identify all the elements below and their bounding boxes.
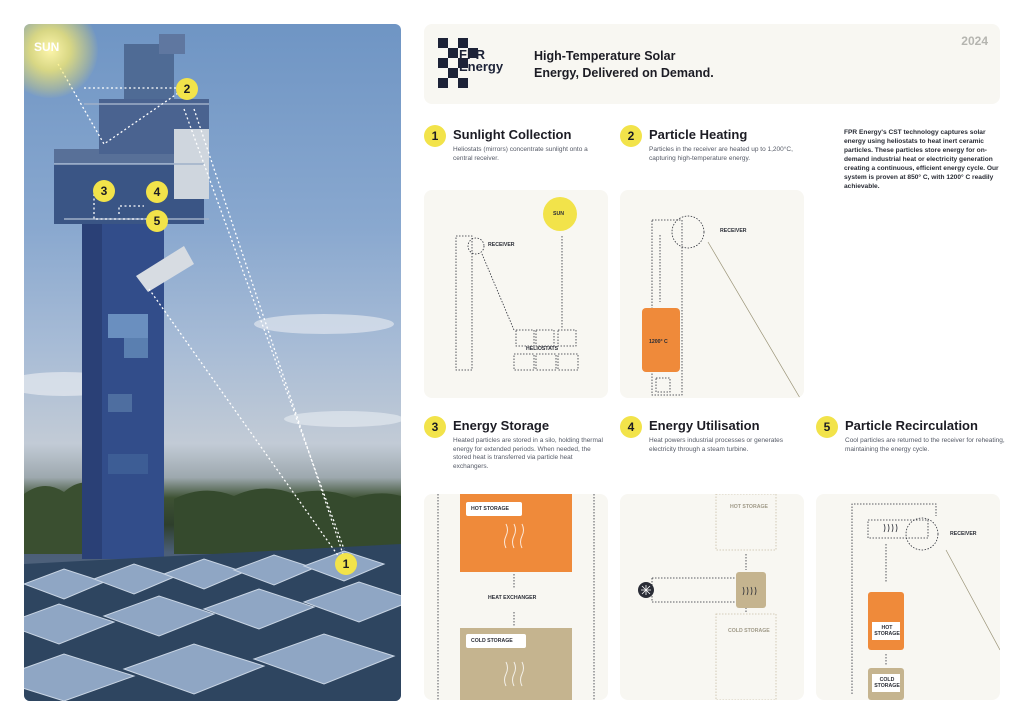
diagram4-hot-storage-label: HOT STORAGE xyxy=(730,504,768,510)
fpr-logo-icon xyxy=(438,38,478,88)
step-description: Particles in the receiver are heated up … xyxy=(649,146,793,162)
diagram-energy-utilisation: HOT STORAGE COLD STORAGE xyxy=(620,494,804,700)
year-label: 2024 xyxy=(961,34,988,48)
step-description: Heliostats (mirrors) concentrate sunligh… xyxy=(453,146,588,162)
tagline-line-1: High-Temperature Solar xyxy=(534,49,676,63)
intro-paragraph: FPR Energy's CST technology captures sol… xyxy=(844,129,999,190)
diagram3-heat-exchanger-label: HEAT EXCHANGER xyxy=(488,595,537,601)
tagline: High-Temperature Solar Energy, Delivered… xyxy=(534,48,754,82)
step-number: 5 xyxy=(816,416,838,438)
step-title: Energy Utilisation xyxy=(649,418,760,433)
solar-tower-photo: SUN 2 3 4 5 1 xyxy=(24,24,401,701)
diagram4-cold-storage-label: COLD STORAGE xyxy=(728,628,770,634)
step-description: Heated particles are stored in a silo, h… xyxy=(453,437,603,470)
diagram2-receiver-label: RECEIVER xyxy=(720,228,747,234)
diagram-particle-recirculation: RECEIVER HOT STORAGE COLD STORAGE xyxy=(816,494,1000,700)
diagram5-cold-storage-label: COLD STORAGE xyxy=(874,677,900,689)
step-title: Particle Recirculation xyxy=(845,418,978,433)
header-card: FPR Energy High-Temperature Solar Energy… xyxy=(424,24,1000,104)
brand-line-2: Energy xyxy=(459,59,504,74)
step-number: 3 xyxy=(424,416,446,438)
diagram-particle-heating: RECEIVER 1200° C xyxy=(620,190,804,398)
step-description: Heat powers industrial processes or gene… xyxy=(649,437,784,453)
step-description: Cool particles are returned to the recei… xyxy=(845,437,1005,453)
photo-marker-2: 2 xyxy=(176,78,198,100)
diagram5-receiver-label: RECEIVER xyxy=(950,531,977,537)
brand-line-1: FPR xyxy=(459,47,485,62)
step-number: 2 xyxy=(620,125,642,147)
diagram-sunlight-collection: RECEIVER SUN HELIOSTATS xyxy=(424,190,608,398)
diagram2-temperature-label: 1200° C xyxy=(649,339,668,345)
photo-marker-5: 5 xyxy=(146,210,168,232)
photo-marker-1: 1 xyxy=(335,553,357,575)
step-title: Particle Heating xyxy=(649,127,748,142)
brand-name: FPR Energy xyxy=(459,47,504,74)
diagram5-hot-storage-label: HOT STORAGE xyxy=(874,625,900,637)
step-number: 4 xyxy=(620,416,642,438)
tagline-line-2: Energy, Delivered on Demand. xyxy=(534,66,714,80)
step-number: 1 xyxy=(424,125,446,147)
diagram1-heliostats-label: HELIOSTATS xyxy=(526,346,559,352)
step-title: Sunlight Collection xyxy=(453,127,572,142)
diagram1-sun-label: SUN xyxy=(553,211,564,217)
diagram3-hot-storage-label: HOT STORAGE xyxy=(471,506,509,512)
diagram1-receiver-label: RECEIVER xyxy=(488,242,515,248)
step-title: Energy Storage xyxy=(453,418,550,433)
photo-marker-3: 3 xyxy=(93,180,115,202)
diagram-energy-storage: HOT STORAGE HEAT EXCHANGER COLD STORAGE xyxy=(424,494,608,700)
sun-label: SUN xyxy=(34,40,60,54)
diagram3-cold-storage-label: COLD STORAGE xyxy=(471,638,513,644)
photo-marker-4: 4 xyxy=(146,181,168,203)
tower-illustration xyxy=(24,34,401,701)
